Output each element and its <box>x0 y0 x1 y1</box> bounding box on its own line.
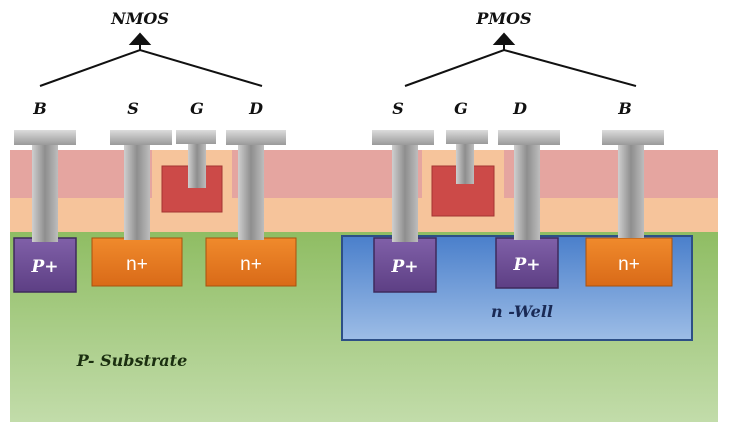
oxide-layer-peach <box>10 198 718 232</box>
pmos-drain-region-label: P+ <box>512 255 540 275</box>
nmos-gate-contact <box>176 130 216 188</box>
pmos-body-region-label: n+ <box>618 254 640 275</box>
nmos-body-region-label: P+ <box>30 257 58 277</box>
pmos-terminal-gate: G <box>454 99 468 118</box>
pmos-terminal-wires <box>404 48 637 87</box>
nmos-drain-n-plus <box>205 237 297 287</box>
oxide-layer-pink <box>10 150 718 198</box>
nmos-source-region-label: n+ <box>126 254 148 275</box>
pmos-title: PMOS <box>475 9 531 28</box>
pmos-drain-contact <box>498 130 560 240</box>
nmos-terminal-body: B <box>32 99 47 118</box>
nmos-terminal-drain: D <box>248 99 263 118</box>
nmos-title: NMOS <box>110 9 169 28</box>
nmos-source-contact <box>110 130 172 240</box>
pmos-terminal-body: B <box>617 99 632 118</box>
pmos-gate-contact <box>446 130 488 184</box>
pmos-up-arrow <box>492 32 516 50</box>
pmos-terminal-drain: D <box>512 99 527 118</box>
pmos-source-region-label: P+ <box>390 257 418 277</box>
nmos-drain-region-label: n+ <box>240 254 262 275</box>
nmos-body-contact <box>14 130 76 242</box>
pmos-terminal-source: S <box>392 99 404 118</box>
pmos-body-contact <box>602 130 664 238</box>
nmos-terminal-source: S <box>127 99 139 118</box>
substrate-label: P- Substrate <box>76 351 188 370</box>
nmos-terminal-wires <box>39 48 263 87</box>
nmos-body-p-plus <box>13 237 77 293</box>
nmos-drain-contact <box>226 130 286 240</box>
nmos-terminal-gate: G <box>190 99 204 118</box>
pmos-drain-p-plus <box>495 237 559 289</box>
n-well-label: n -Well <box>491 302 553 321</box>
pmos-source-contact <box>372 130 434 242</box>
nmos-source-n-plus <box>91 237 183 287</box>
pmos-body-n-plus <box>585 237 673 287</box>
nmos-up-arrow <box>128 32 152 50</box>
